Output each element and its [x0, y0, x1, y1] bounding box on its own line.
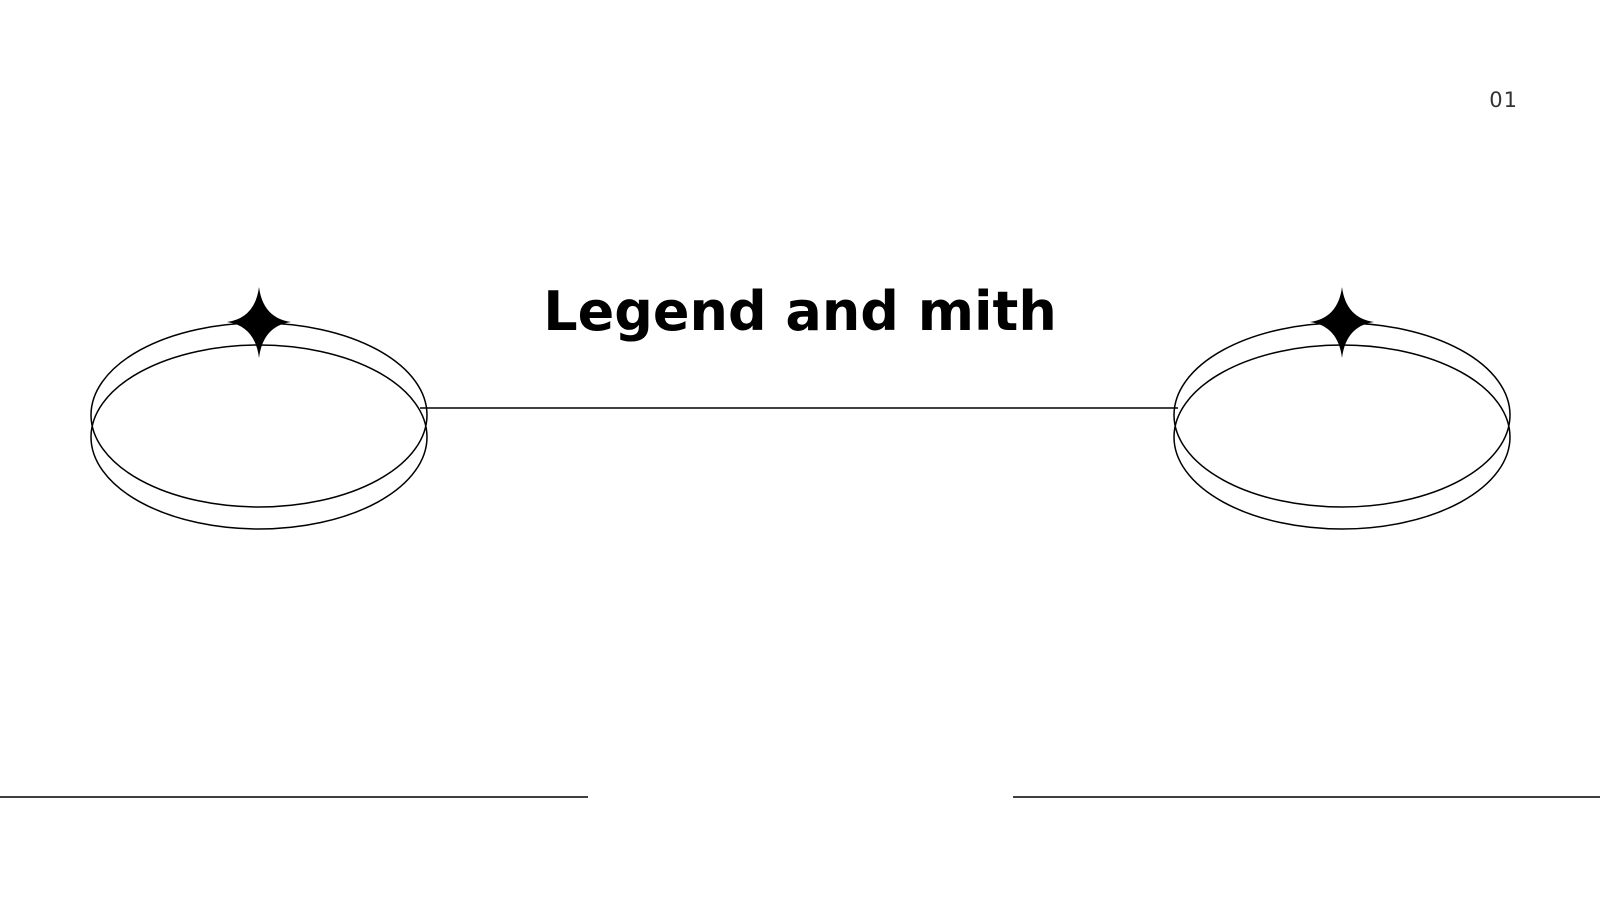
left-ring-lower	[90, 344, 428, 530]
right-sparkle-icon	[1310, 287, 1374, 358]
slide-title: Legend and mith	[543, 280, 1057, 343]
right-ring-lower	[1173, 344, 1511, 530]
page-number: 01	[1489, 88, 1518, 112]
left-sparkle-icon	[227, 287, 291, 358]
